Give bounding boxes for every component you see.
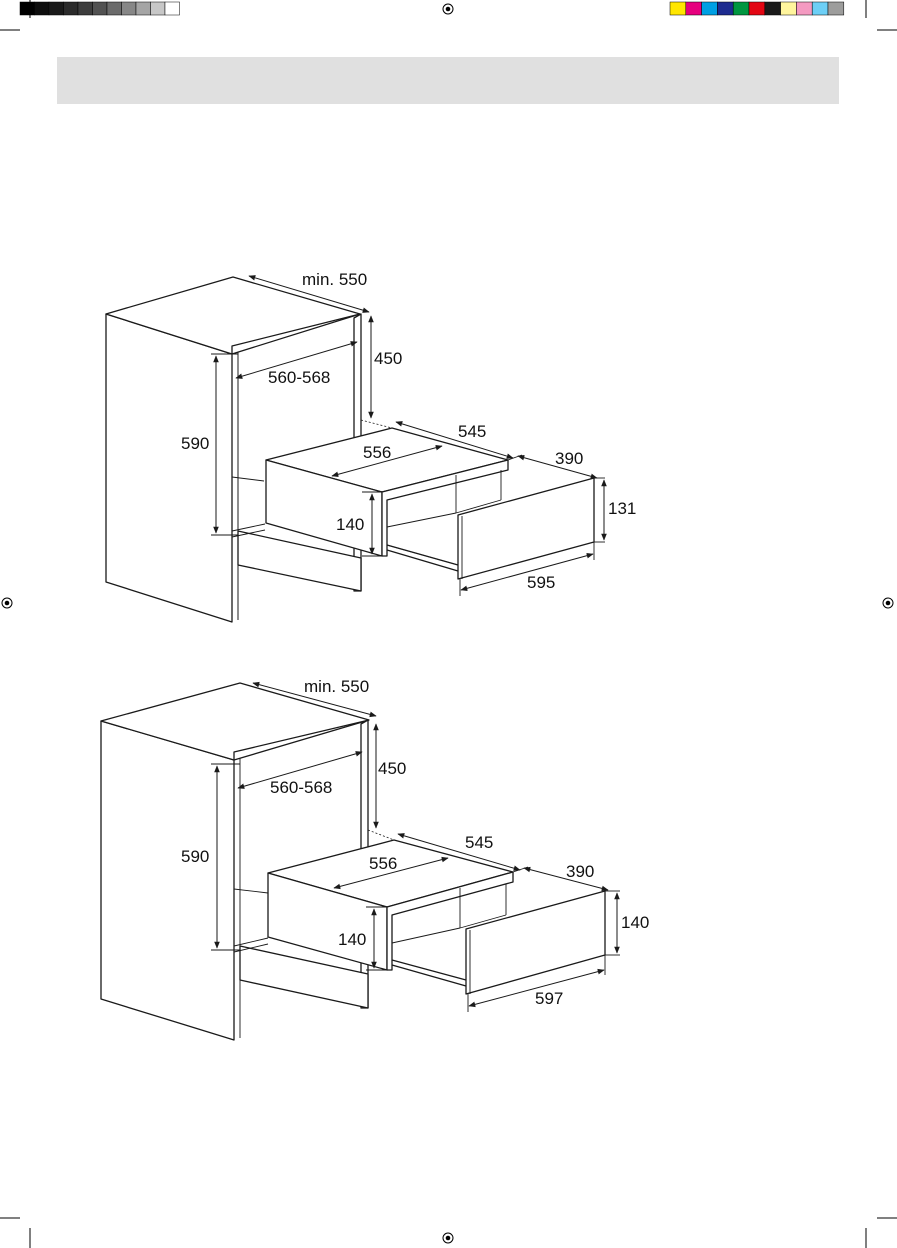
color-swatch: [733, 2, 749, 15]
gray-swatch: [78, 2, 93, 15]
color-swatch: [812, 2, 828, 15]
label-side-depth: 390: [555, 449, 583, 468]
color-swatch: [765, 2, 781, 15]
gray-swatch: [20, 2, 35, 15]
diagram-bottom: min. 550 450 560-568 590 545 556 390 140…: [101, 677, 649, 1040]
label-min-depth: min. 550: [302, 270, 367, 289]
color-swatch: [702, 2, 718, 15]
color-swatch: [670, 2, 686, 15]
label-front-width: 597: [535, 989, 563, 1008]
label-body-height: 140: [338, 930, 366, 949]
label-front-height: 131: [608, 499, 636, 518]
label-drawer-depth: 545: [465, 833, 493, 852]
gray-swatch: [165, 2, 180, 15]
label-front-height: 140: [621, 913, 649, 932]
label-drawer-depth: 545: [458, 422, 486, 441]
color-swatch: [828, 2, 844, 15]
label-min-depth: min. 550: [304, 677, 369, 696]
gray-swatch: [49, 2, 64, 15]
label-inner-width: 560-568: [270, 778, 332, 797]
cabinet-side-wall: [106, 314, 232, 622]
label-side-depth: 390: [566, 862, 594, 881]
label-body-height: 140: [336, 515, 364, 534]
gray-swatch: [122, 2, 137, 15]
registration-mark-right: [883, 598, 893, 608]
drawer-front: [458, 478, 594, 579]
gray-swatch: [35, 2, 50, 15]
gray-swatch: [107, 2, 122, 15]
color-swatch: [749, 2, 765, 15]
label-body-width: 556: [363, 443, 391, 462]
header-band: [57, 57, 839, 104]
label-front-width: 595: [527, 573, 555, 592]
cabinet-side-wall: [101, 721, 234, 1040]
label-cavity-height: 590: [181, 434, 209, 453]
color-swatch: [717, 2, 733, 15]
gray-swatch: [151, 2, 166, 15]
label-top-height: 450: [374, 349, 402, 368]
drawer-front: [466, 891, 605, 994]
gray-scale-bar: [20, 2, 180, 15]
diagram-top: min. 550 450 560-568 590 545 556 390 131…: [106, 270, 636, 622]
registration-mark-top: [443, 4, 453, 14]
label-top-height: 450: [378, 759, 406, 778]
label-inner-width: 560-568: [268, 368, 330, 387]
color-swatch: [796, 2, 812, 15]
color-bar: [670, 2, 844, 15]
label-body-width: 556: [369, 854, 397, 873]
label-cavity-height: 590: [181, 847, 209, 866]
color-swatch: [781, 2, 797, 15]
registration-mark-bottom: [443, 1233, 453, 1243]
gray-swatch: [93, 2, 108, 15]
color-swatch: [686, 2, 702, 15]
gray-swatch: [136, 2, 151, 15]
registration-mark-left: [2, 598, 12, 608]
gray-swatch: [64, 2, 79, 15]
